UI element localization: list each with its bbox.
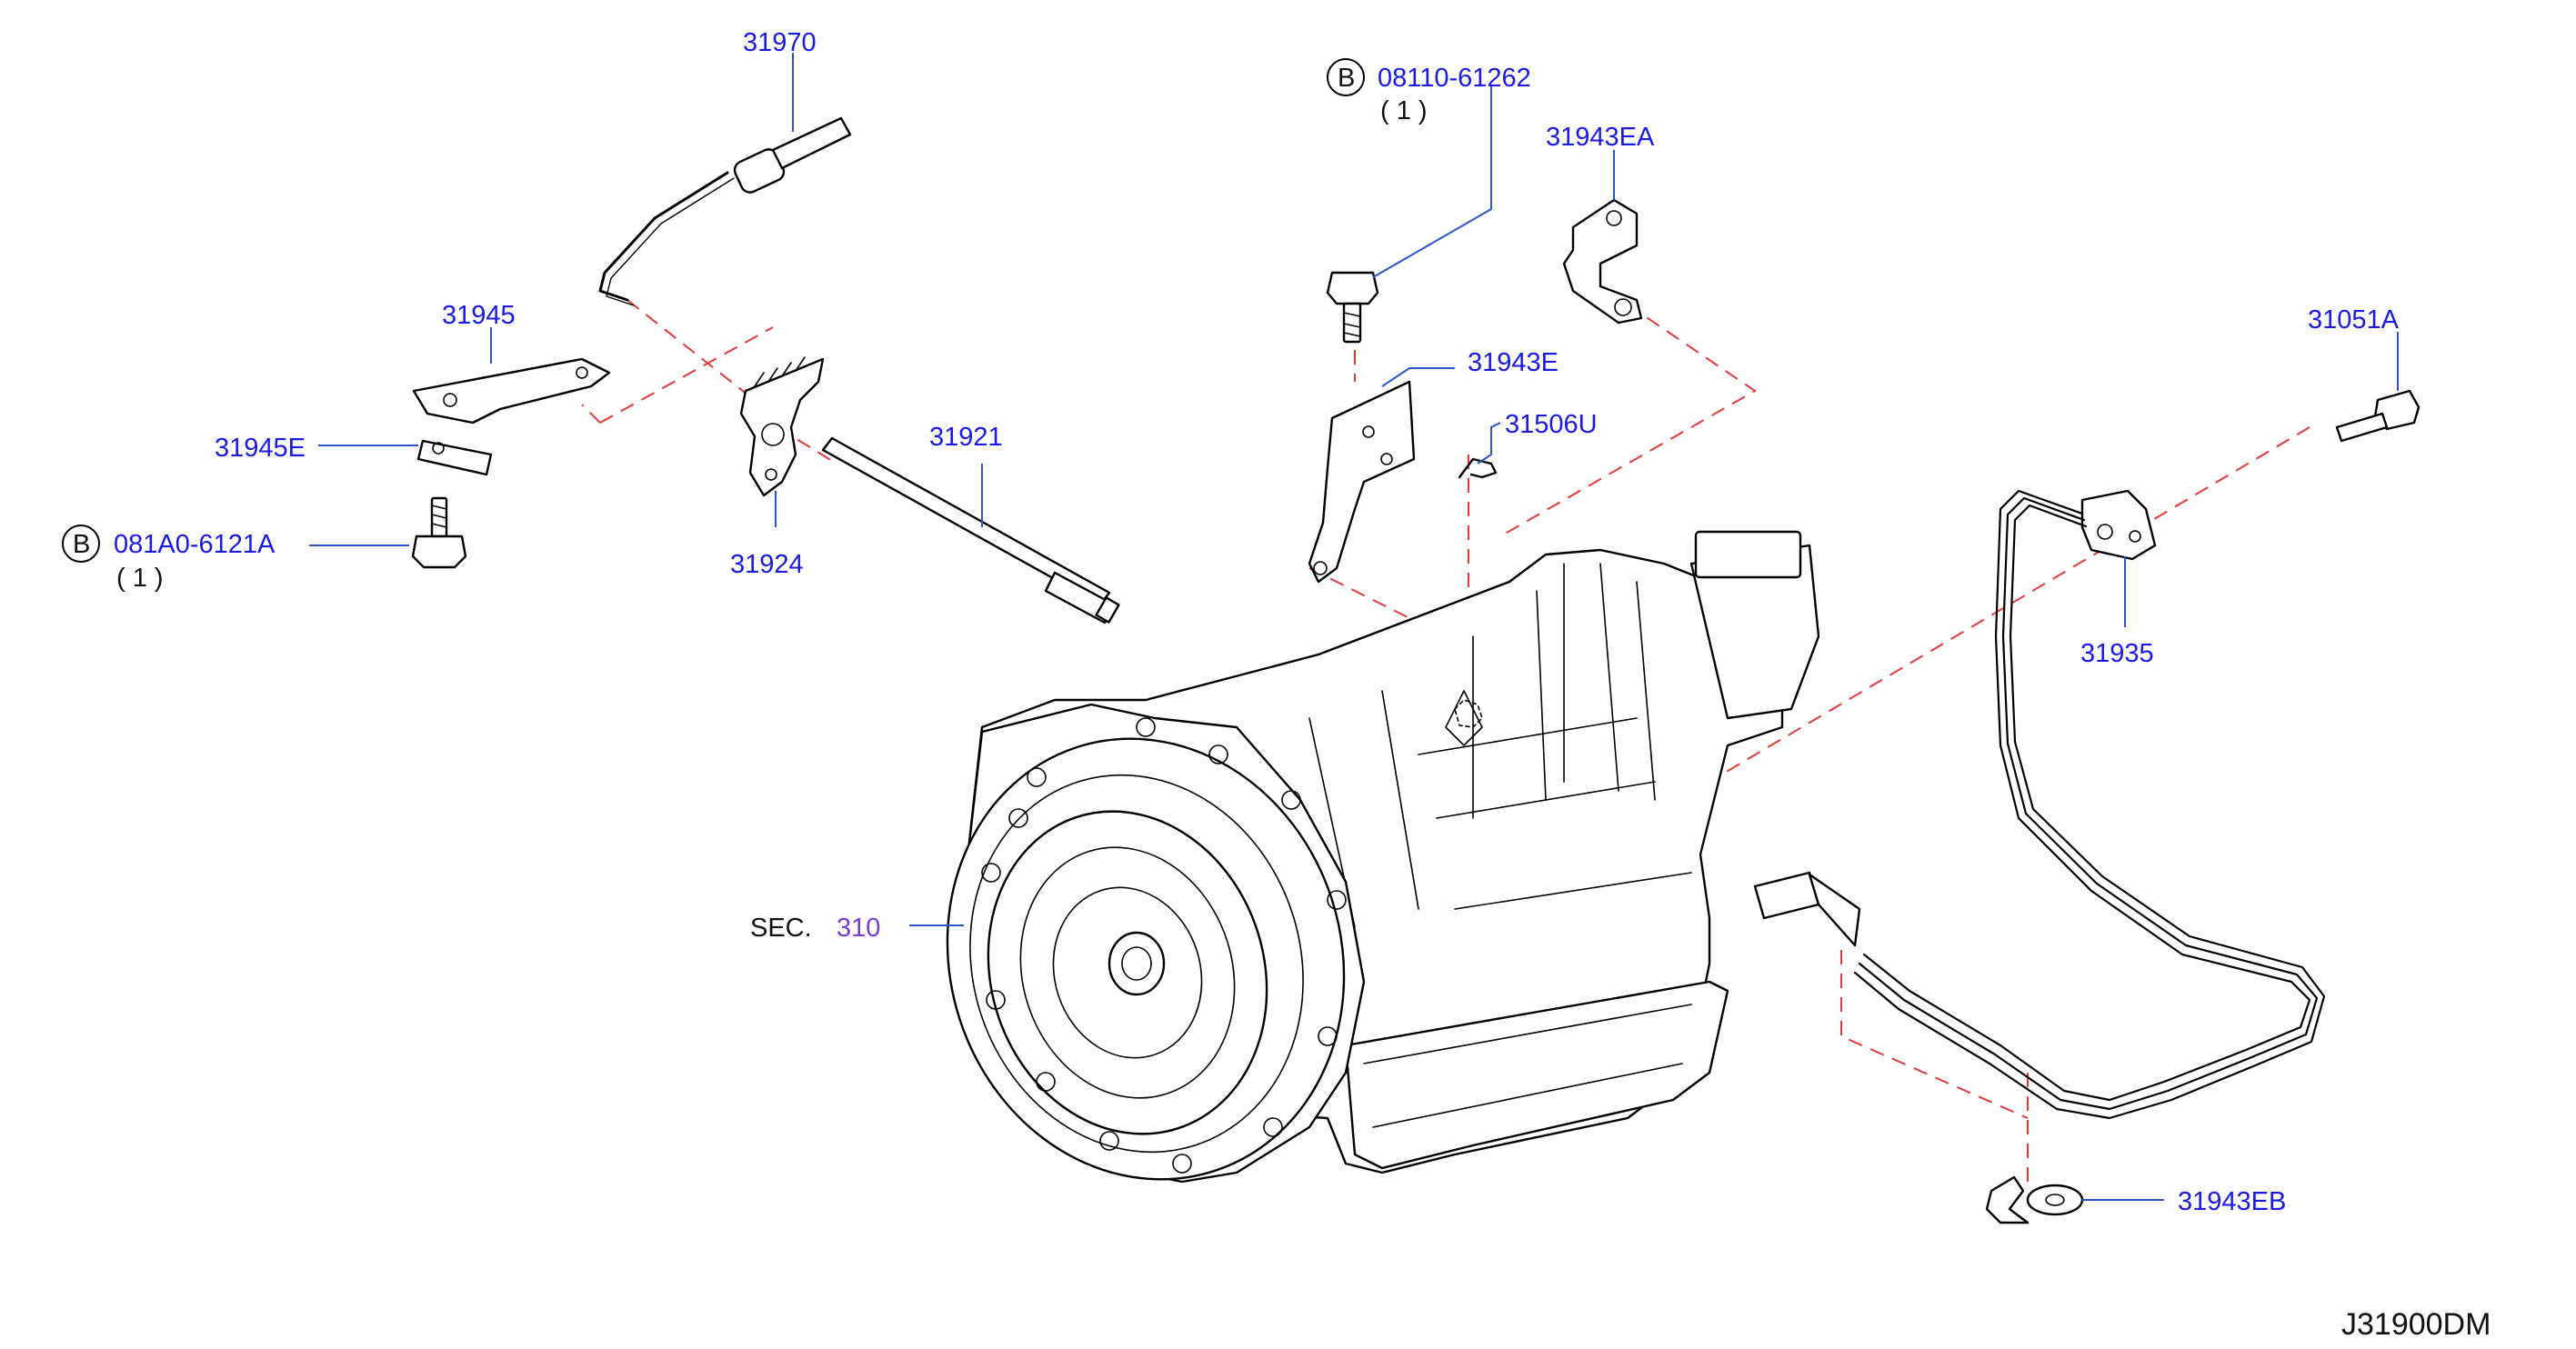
label-31943EB: 31943EB xyxy=(2178,1187,2286,1216)
part-31945-bracket xyxy=(412,357,611,425)
label-31943E: 31943E xyxy=(1468,348,1559,377)
label-31945: 31945 xyxy=(442,301,516,330)
label-bolt-081A0-6121A: 081A0-6121A xyxy=(114,530,276,559)
diagram-code: J31900DM xyxy=(2341,1307,2491,1342)
b-marker-left-circle xyxy=(62,525,100,563)
transmission-assembly xyxy=(946,530,1820,1184)
label-31935: 31935 xyxy=(2080,639,2154,668)
part-bolt-31051A xyxy=(2335,389,2421,443)
label-31970: 31970 xyxy=(743,28,817,57)
label-31051A: 31051A xyxy=(2308,305,2400,335)
b-marker-top: B xyxy=(1338,64,1355,93)
b-marker-top-circle xyxy=(1327,58,1365,96)
label-31943EA: 31943EA xyxy=(1546,123,1655,152)
label-bolt-08110-61262: 08110-61262 xyxy=(1378,64,1531,93)
part-31935-harness xyxy=(1753,489,2326,1120)
part-31943E-bracket xyxy=(1308,380,1416,584)
label-31945E: 31945E xyxy=(215,434,306,463)
label-31506U: 31506U xyxy=(1505,410,1598,439)
part-31970-rod xyxy=(598,116,852,306)
part-bolt-08110-61262 xyxy=(1326,271,1379,344)
label-31921: 31921 xyxy=(929,423,1003,452)
label-section-prefix: SEC. xyxy=(750,914,812,943)
label-bolt-08110-61262-qty: ( 1 ) xyxy=(1380,96,1428,125)
part-31943EB-clip xyxy=(1985,1175,2084,1224)
label-section-number[interactable]: 310 xyxy=(837,914,880,943)
leader-lines xyxy=(309,53,2399,1201)
part-31506U-clip xyxy=(1454,457,1498,728)
part-31924-detent-plate xyxy=(739,356,825,497)
part-31943EA-bracket xyxy=(1562,198,1643,325)
label-31924: 31924 xyxy=(730,550,804,579)
part-labels: 31970 31945 31945E B 081A0-6121A ( 1 ) 3… xyxy=(62,28,2491,1342)
b-marker-left: B xyxy=(73,530,90,559)
part-31921-shaft xyxy=(821,436,1120,625)
part-bolt-081A0-6121A xyxy=(411,496,467,569)
label-bolt-081A0-6121A-qty: ( 1 ) xyxy=(116,564,164,593)
part-31945E-plate xyxy=(416,439,493,476)
